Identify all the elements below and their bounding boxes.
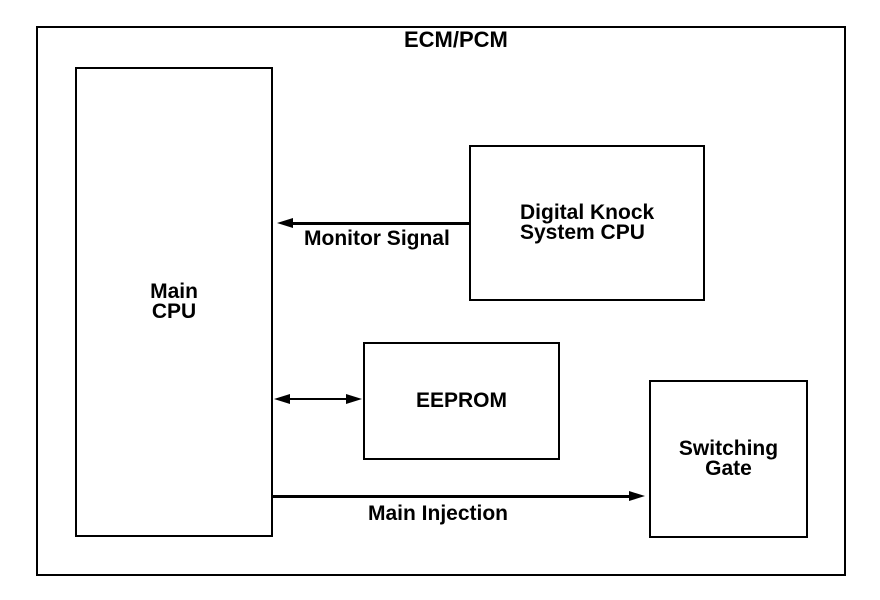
monitor-signal-arrowhead-icon <box>277 218 293 228</box>
digital-knock-label-line1: Digital Knock <box>520 201 655 224</box>
digital-knock-label-line2: System CPU <box>520 221 645 244</box>
main-cpu-label-line1: Main <box>150 280 198 303</box>
main-injection-label: Main Injection <box>368 502 509 525</box>
main-injection-arrowhead-icon <box>629 491 645 501</box>
main-injection-arrow-line <box>273 495 630 498</box>
diagram-title: ECM/PCM <box>404 27 508 52</box>
cpu-eeprom-arrow-line <box>286 398 350 400</box>
monitor-signal-arrow-line <box>291 222 469 225</box>
switching-gate-box: Switching Gate <box>649 380 808 538</box>
monitor-signal-label: Monitor Signal <box>304 227 450 250</box>
eeprom-box: EEPROM <box>363 342 560 460</box>
cpu-eeprom-right-arrowhead-icon <box>346 394 362 404</box>
main-cpu-label-line2: CPU <box>151 300 197 323</box>
switching-gate-label-line2: Gate <box>705 457 752 480</box>
cpu-eeprom-left-arrowhead-icon <box>274 394 290 404</box>
switching-gate-label-line1: Switching <box>678 437 779 460</box>
eeprom-label: EEPROM <box>415 389 507 412</box>
main-cpu-box: Main CPU <box>75 67 273 537</box>
digital-knock-cpu-box: Digital Knock System CPU <box>469 145 705 301</box>
